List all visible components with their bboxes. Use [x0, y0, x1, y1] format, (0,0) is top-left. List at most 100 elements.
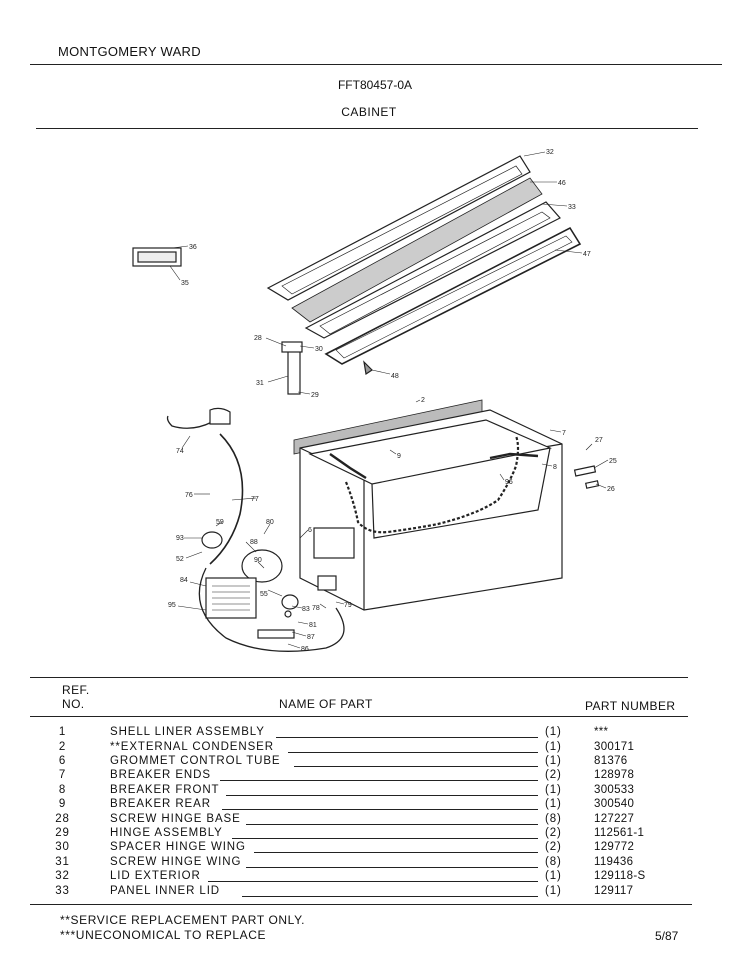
row-ref: 8 [58, 784, 67, 796]
callout-6: 6 [308, 527, 312, 534]
table-row: 8 BREAKER FRONT (1) 300533 [0, 784, 750, 799]
row-part-number: 127227 [594, 813, 635, 825]
table-row: 33 PANEL INNER LID (1) 129117 [0, 885, 750, 900]
row-leader [220, 780, 538, 781]
row-part-number: 81376 [594, 755, 628, 767]
callout-9: 9 [397, 453, 401, 460]
row-qty: (8) [545, 856, 562, 868]
table-row: 1 SHELL LINER ASSEMBLY (1) *** [0, 726, 750, 741]
row-part-number: 300540 [594, 798, 635, 810]
callout-47: 47 [583, 251, 591, 258]
row-name: LID EXTERIOR [110, 870, 201, 882]
row-name: HINGE ASSEMBLY [110, 827, 223, 839]
lid-insulation-shape [291, 177, 543, 323]
row-qty: (1) [545, 784, 562, 796]
row-ref: 32 [55, 870, 70, 882]
row-ref: 31 [55, 856, 70, 868]
lid-exterior-shape [266, 155, 531, 301]
row-leader [208, 881, 538, 882]
row-ref: 6 [58, 755, 67, 767]
revision-date: 5/87 [655, 929, 679, 943]
callout-31: 31 [256, 380, 264, 387]
row-part-number: 300171 [594, 741, 635, 753]
callout-95: 95 [168, 602, 176, 609]
table-row: 31 SCREW HINGE WING (8) 119436 [0, 856, 750, 871]
row-ref: 33 [55, 885, 70, 897]
callout-32: 32 [546, 149, 554, 156]
row-name: BREAKER ENDS [110, 769, 211, 781]
section-title: CABINET [341, 105, 397, 119]
row-qty: (2) [545, 841, 562, 853]
uneconomical-note: ***UNECONOMICAL TO REPLACE [60, 928, 267, 942]
row-leader [222, 809, 538, 810]
table-row: 32 LID EXTERIOR (1) 129118-S [0, 870, 750, 885]
row-leader [276, 737, 538, 738]
callout-76: 76 [185, 492, 193, 499]
callout-79: 79 [344, 602, 352, 609]
row-part-number: 300533 [594, 784, 635, 796]
row-leader [254, 852, 538, 853]
table-row: 29 HINGE ASSEMBLY (2) 112561-1 [0, 827, 750, 842]
row-ref: 9 [58, 798, 67, 810]
callout-59: 59 [216, 519, 224, 526]
row-qty: (2) [545, 827, 562, 839]
row-qty: (1) [545, 741, 562, 753]
row-name: SCREW HINGE BASE [110, 813, 241, 825]
service-note: **SERVICE REPLACEMENT PART ONLY. [60, 913, 306, 927]
row-qty: (8) [545, 813, 562, 825]
callout-96: 96 [505, 479, 513, 486]
row-name: SPACER HINGE WING [110, 841, 246, 853]
row-part-number: 129118-S [594, 870, 646, 882]
table-top-rule [30, 677, 688, 678]
row-ref: 28 [55, 813, 70, 825]
row-part-number: 119436 [594, 856, 634, 868]
row-part-number: 129117 [594, 885, 634, 897]
row-ref: 30 [55, 841, 70, 853]
row-ref: 2 [58, 741, 67, 753]
row-name: GROMMET CONTROL TUBE [110, 755, 281, 767]
row-leader [288, 752, 538, 753]
row-name: PANEL INNER LID [110, 885, 220, 897]
footer-rule [30, 904, 692, 905]
row-ref: 29 [55, 827, 70, 839]
row-qty: (1) [545, 755, 562, 767]
brand-name: MONTGOMERY WARD [58, 44, 201, 59]
row-ref: 7 [58, 769, 67, 781]
row-name: **EXTERNAL CONDENSER [110, 741, 274, 753]
callout-48: 48 [391, 373, 399, 380]
table-header-rule [30, 716, 688, 717]
callout-80: 80 [266, 519, 274, 526]
table-row: 6 GROMMET CONTROL TUBE (1) 81376 [0, 755, 750, 770]
callout-27: 27 [595, 437, 603, 444]
callout-52: 52 [176, 556, 184, 563]
callout-83: 83 [302, 606, 310, 613]
row-qty: (1) [545, 726, 562, 738]
callout-55: 55 [260, 591, 268, 598]
row-qty: (1) [545, 885, 562, 897]
row-part-number: *** [594, 726, 609, 738]
callout-81: 81 [309, 622, 317, 629]
row-name: BREAKER REAR [110, 798, 211, 810]
callout-30: 30 [315, 346, 323, 353]
row-part-number: 129772 [594, 841, 635, 853]
row-qty: (2) [545, 769, 562, 781]
callout-7: 7 [562, 430, 566, 437]
callout-28: 28 [254, 335, 262, 342]
row-qty: (1) [545, 798, 562, 810]
callout-74: 74 [176, 448, 184, 455]
table-row: 2 **EXTERNAL CONDENSER (1) 300171 [0, 741, 750, 756]
row-leader [242, 896, 538, 897]
row-part-number: 112561-1 [594, 827, 645, 839]
row-part-number: 128978 [594, 769, 635, 781]
row-leader [246, 867, 538, 868]
table-row: 7 BREAKER ENDS (2) 128978 [0, 769, 750, 784]
row-leader [232, 838, 538, 839]
table-row: 9 BREAKER REAR (1) 300540 [0, 798, 750, 813]
row-qty: (1) [545, 870, 562, 882]
row-ref: 1 [58, 726, 67, 738]
row-name: SHELL LINER ASSEMBLY [110, 726, 265, 738]
row-leader [294, 766, 538, 767]
callout-88: 88 [250, 539, 258, 546]
callout-36: 36 [189, 244, 197, 251]
ref-header-line1: REF. [62, 683, 90, 697]
